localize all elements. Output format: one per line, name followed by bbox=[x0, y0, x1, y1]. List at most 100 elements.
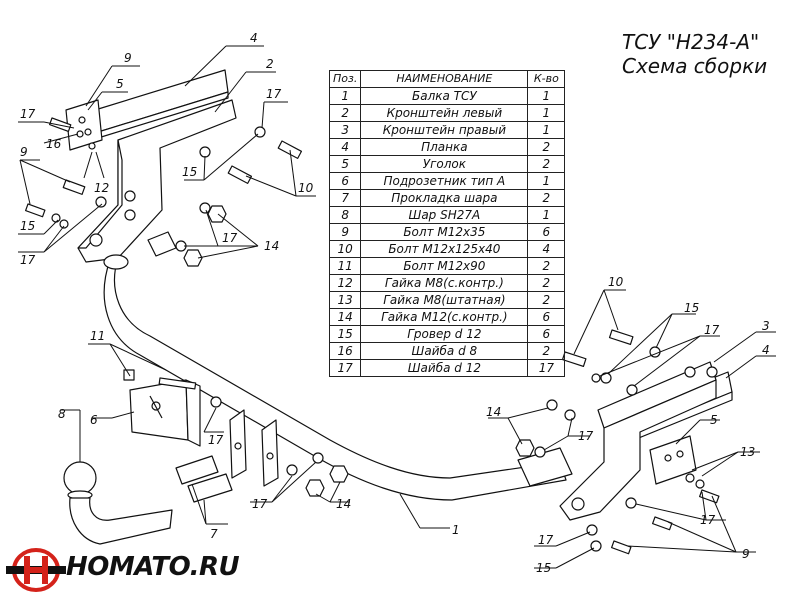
cell-name: Уголок bbox=[360, 155, 529, 173]
cell-name: Болт М12х125х40 bbox=[360, 240, 529, 258]
cell-name: Подрозетник тип А bbox=[360, 172, 529, 190]
cell-pos: 1 bbox=[328, 87, 362, 105]
callout-13: 13 bbox=[740, 445, 755, 459]
logo-text: HOMATO.RU bbox=[66, 552, 240, 582]
callout-17-right: 17 bbox=[704, 323, 720, 337]
cell-qty: 1 bbox=[527, 206, 566, 224]
cell-name: Балка ТСУ bbox=[360, 87, 529, 105]
bracket-3-right bbox=[559, 366, 718, 521]
cell-name: Шайба d 12 bbox=[360, 359, 529, 377]
cell-pos: 15 bbox=[328, 325, 362, 343]
cell-name: Гайка М12(с.контр.) bbox=[360, 308, 529, 326]
cell-qty: 1 bbox=[527, 172, 566, 190]
cell-name: Шар SH27A bbox=[360, 206, 529, 224]
callout-9-right: 9 bbox=[742, 547, 750, 561]
callout-12: 12 bbox=[94, 181, 109, 195]
cell-pos: 14 bbox=[328, 308, 362, 326]
angle-5-right bbox=[649, 435, 697, 485]
callout-17-top: 17 bbox=[266, 87, 282, 101]
socket-bracket-6 bbox=[129, 379, 201, 447]
cell-name: Шайба d 8 bbox=[360, 342, 529, 360]
tow-ball-8 bbox=[63, 461, 173, 545]
callout-2: 2 bbox=[266, 57, 274, 71]
cell-name: Кронштейн левый bbox=[360, 104, 529, 122]
title-model: ТСУ "H234-A" bbox=[622, 30, 760, 54]
cell-pos: 6 bbox=[328, 172, 362, 190]
logo bbox=[6, 548, 236, 592]
callout-17-right-low: 17 bbox=[700, 513, 716, 527]
cell-name: Гайка М8(с.контр.) bbox=[360, 274, 529, 292]
cell-qty: 1 bbox=[527, 104, 566, 122]
cell-pos: 3 bbox=[328, 121, 362, 139]
angle-5-left bbox=[65, 99, 103, 151]
callout-17-socket: 17 bbox=[208, 433, 224, 447]
callout-15-left: 15 bbox=[20, 219, 35, 233]
callout-16: 16 bbox=[46, 137, 62, 151]
cell-pos: 7 bbox=[328, 189, 362, 207]
cell-name: Планка bbox=[360, 138, 529, 156]
callout-7: 7 bbox=[210, 527, 218, 541]
callout-10-right: 10 bbox=[608, 275, 624, 289]
callout-4-right: 4 bbox=[762, 343, 770, 357]
callout-14-right: 14 bbox=[486, 405, 501, 419]
cell-pos: 16 bbox=[328, 342, 362, 360]
cell-pos: 8 bbox=[328, 206, 362, 224]
leader-lines bbox=[18, 45, 776, 569]
diagram-title: ТСУ "H234-A" Схема сборки bbox=[622, 30, 794, 78]
cell-qty: 17 bbox=[527, 359, 566, 377]
callout-15-top: 15 bbox=[182, 165, 197, 179]
cell-pos: 12 bbox=[328, 274, 362, 292]
cell-pos: 2 bbox=[328, 104, 362, 122]
callout-11: 11 bbox=[90, 329, 105, 343]
callout-8: 8 bbox=[58, 407, 66, 421]
title-subtitle: Схема сборки bbox=[622, 54, 768, 78]
fasteners bbox=[25, 117, 720, 555]
cell-qty: 2 bbox=[527, 342, 566, 360]
callout-6: 6 bbox=[90, 413, 98, 427]
beam-end-plate bbox=[517, 447, 573, 487]
callout-17-topleft: 17 bbox=[20, 107, 36, 121]
callout-17-right-mid: 17 bbox=[578, 429, 594, 443]
cell-qty: 4 bbox=[527, 240, 566, 258]
cell-qty: 6 bbox=[527, 325, 566, 343]
cell-name: Гровер d 12 bbox=[360, 325, 529, 343]
callout-17-mid: 17 bbox=[222, 231, 238, 245]
header-qty: К-во bbox=[527, 70, 566, 88]
ball-spacers-7 bbox=[175, 455, 233, 503]
callout-1: 1 bbox=[452, 523, 460, 537]
cell-name: Гайка М8(штатная) bbox=[360, 291, 529, 309]
cell-pos: 13 bbox=[328, 291, 362, 309]
logo-emblem-icon bbox=[6, 548, 66, 592]
callout-14-bottom: 14 bbox=[336, 497, 351, 511]
bracket-2-left bbox=[77, 99, 237, 263]
cell-pos: 9 bbox=[328, 223, 362, 241]
callout-5-left: 5 bbox=[116, 77, 124, 91]
callout-17-left: 17 bbox=[20, 253, 36, 267]
cell-pos: 10 bbox=[328, 240, 362, 258]
callout-3: 3 bbox=[762, 319, 770, 333]
cell-pos: 11 bbox=[328, 257, 362, 275]
cell-qty: 2 bbox=[527, 274, 566, 292]
cell-name: Болт М12х90 bbox=[360, 257, 529, 275]
cell-pos: 17 bbox=[328, 359, 362, 377]
cell-qty: 1 bbox=[527, 87, 566, 105]
beam-lugs bbox=[229, 409, 279, 487]
cell-qty: 6 bbox=[527, 308, 566, 326]
